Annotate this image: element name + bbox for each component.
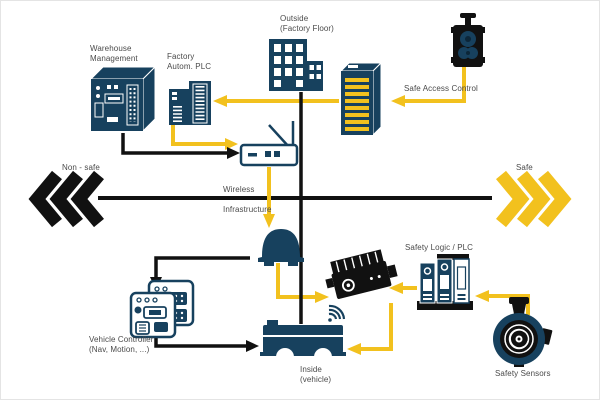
agv-robot-icon xyxy=(260,304,346,366)
connector-factoryplc-to-router xyxy=(171,123,225,146)
connector-safeaccess-to-iomodule xyxy=(405,65,466,103)
connector-gateway-to-agv xyxy=(361,303,393,351)
safety-sensors-label: Safety Sensors xyxy=(495,369,551,378)
triple-chevron-left-icon xyxy=(28,170,104,228)
safety-relay-icon xyxy=(417,254,473,310)
connector-accesspoint-to-controller xyxy=(154,256,250,277)
warehouse-label: Warehouse Management xyxy=(90,44,138,63)
plc-module-icon xyxy=(169,81,211,125)
connector-warehouse-to-router xyxy=(121,133,227,155)
non-safe-zone-label: Non - safe xyxy=(62,163,100,172)
wifi-signal-icon xyxy=(328,304,346,322)
rotary-sensor-icon xyxy=(493,297,553,367)
connector-accesspoint-to-gateway xyxy=(276,263,315,299)
building-icon xyxy=(269,39,323,91)
vehicle-controller-label: Vehicle Controller (Nav, Motion, ...) xyxy=(89,335,154,354)
access-point-icon xyxy=(258,229,304,266)
wireless-router-icon xyxy=(239,121,299,167)
safe-arrowheads xyxy=(213,95,489,355)
safe-zone-label: Safe xyxy=(516,163,533,172)
connector-sensors-to-safetylogic xyxy=(489,294,530,315)
safe-connectors xyxy=(171,65,530,351)
infrastructure-label: Infrastructure xyxy=(223,205,272,214)
io-terminal-module-icon xyxy=(339,61,383,137)
wireless-label: Wireless xyxy=(223,185,255,194)
circuit-board-icon xyxy=(129,279,195,339)
key-interlock-icon xyxy=(451,13,485,67)
triple-chevron-right-icon xyxy=(496,170,572,228)
vehicle-gateway-icon xyxy=(325,249,398,299)
outside-label: Outside (Factory Floor) xyxy=(280,14,334,33)
inside-vehicle-label: Inside (vehicle) xyxy=(300,365,332,384)
safety-logic-label: Safety Logic / PLC xyxy=(405,243,474,252)
safe-access-control-label: Safe Access Control xyxy=(404,84,478,93)
factory-plc-label: Factory Autom. PLC xyxy=(167,52,212,71)
industrial-pc-icon xyxy=(89,65,157,133)
